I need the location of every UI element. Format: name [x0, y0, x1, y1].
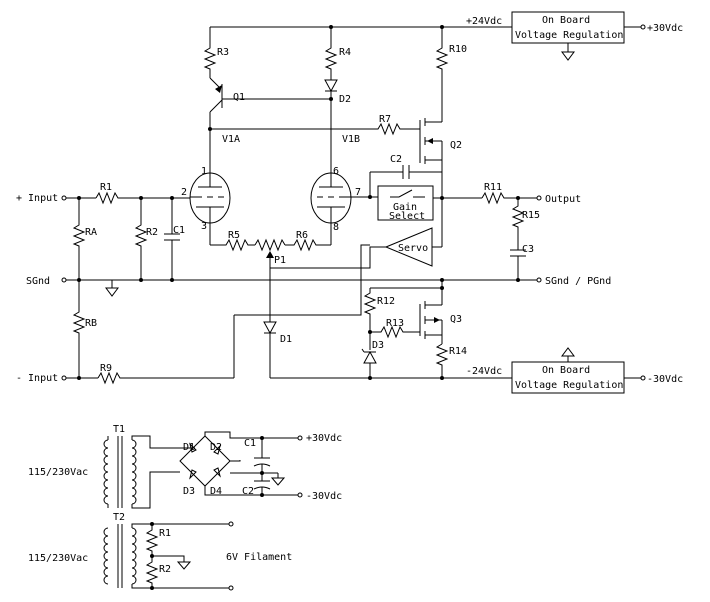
C3-label: C3 — [522, 244, 534, 255]
pin7-label: 7 — [355, 187, 361, 198]
reg-top-output-label: +30Vdc — [647, 23, 683, 34]
R1-label: R1 — [100, 182, 112, 193]
pin6-label: 6 — [333, 166, 339, 177]
sgnd-label: SGnd — [26, 276, 50, 287]
bridge-rectifier — [179, 431, 303, 498]
C2-capacitor — [369, 165, 443, 198]
minus24-label: -24Vdc — [466, 366, 502, 377]
ps-D2-label: D2 — [210, 442, 222, 453]
servo-label: Servo — [398, 243, 428, 254]
V1A-tube — [189, 172, 231, 224]
RA-label: RA — [85, 227, 97, 238]
ps-C2-label: C2 — [242, 486, 254, 497]
R7-resistor — [373, 122, 420, 136]
Q3-label: Q3 — [450, 314, 462, 325]
V1B-label: V1B — [342, 134, 360, 145]
reg-top-line2: Voltage Regulation — [515, 30, 623, 41]
reg-bot-line1: On Board — [542, 365, 590, 376]
RB-label: RB — [85, 318, 97, 329]
R2-label: R2 — [146, 227, 158, 238]
R10-resistor — [435, 44, 449, 118]
ps-plus30-label: +30Vdc — [306, 433, 342, 444]
Q3-mosfet — [419, 278, 449, 380]
cathode-network — [209, 222, 332, 268]
plus-input-section — [61, 191, 190, 280]
reg-top-line1: On Board — [542, 15, 590, 26]
Q1-label: Q1 — [233, 92, 245, 103]
pin8-label: 8 — [333, 222, 339, 233]
C1-label: C1 — [173, 225, 185, 236]
servo-block — [384, 198, 443, 267]
R3-resistor — [203, 44, 217, 78]
P1-label: P1 — [274, 255, 286, 266]
ps-R1-label: R1 — [159, 528, 171, 539]
gain-select-text-2: Select — [389, 211, 425, 222]
R15-label: R15 — [522, 210, 540, 221]
mains1-label: 115/230Vac — [28, 467, 88, 478]
filter-caps — [230, 436, 286, 497]
pin1-label: 1 — [201, 166, 207, 177]
plus24-label: +24Vdc — [466, 16, 502, 27]
R10-label: R10 — [449, 44, 467, 55]
mains2-label: 115/230Vac — [28, 553, 88, 564]
positive-rail — [209, 25, 512, 44]
R12-label: R12 — [377, 296, 395, 307]
minus-input-label: - Input — [16, 373, 58, 384]
reg-bot-line2: Voltage Regulation — [515, 380, 623, 391]
gain-select-text-1: Gain — [393, 202, 417, 213]
reg-bot-output-label: -30Vdc — [647, 374, 683, 385]
T1-label: T1 — [113, 424, 125, 435]
C2-label: C2 — [390, 154, 402, 165]
R4-resistor — [324, 44, 338, 80]
D1-label: D1 — [280, 334, 292, 345]
Q2-mosfet — [419, 118, 443, 173]
V1B-tube — [310, 172, 370, 224]
V1A-label: V1A — [222, 134, 240, 145]
R11-label: R11 — [484, 182, 502, 193]
sgnd-pgnd-label: SGnd / PGnd — [545, 276, 611, 287]
D2-label: D2 — [339, 94, 351, 105]
R6-label: R6 — [296, 230, 308, 241]
ps-D1-label: D1 — [183, 442, 195, 453]
R12-D3-R13 — [361, 286, 444, 380]
ps-minus30-label: -30Vdc — [306, 491, 342, 502]
ps-D4-label: D4 — [210, 486, 222, 497]
D2-diode — [324, 79, 338, 178]
Q2-label: Q2 — [450, 140, 462, 151]
D1-diode — [263, 268, 512, 379]
ps-D3-label: D3 — [183, 486, 195, 497]
T2-label: T2 — [113, 512, 125, 523]
pin2-label: 2 — [181, 187, 187, 198]
transformer-T2 — [103, 521, 234, 591]
R9-label: R9 — [100, 363, 112, 374]
R14-label: R14 — [449, 346, 467, 357]
R13-label: R13 — [386, 318, 404, 329]
R5-label: R5 — [228, 230, 240, 241]
Q1-transistor — [209, 77, 331, 178]
R7-label: R7 — [379, 114, 391, 125]
R3-label: R3 — [217, 47, 229, 58]
D3-label: D3 — [372, 340, 384, 351]
regulator-top — [511, 11, 646, 61]
pin3-label: 3 — [201, 221, 207, 232]
regulator-bottom — [511, 347, 646, 394]
minus-input-section — [61, 244, 370, 385]
output-label: Output — [545, 194, 581, 205]
plus-input-label: + Input — [16, 193, 58, 204]
gain-select-block — [370, 185, 442, 221]
output-section — [442, 191, 542, 280]
ps-R2-label: R2 — [159, 564, 171, 575]
transformer-T1 — [103, 435, 195, 509]
ps-C1-label: C1 — [244, 438, 256, 449]
filament-label: 6V Filament — [226, 552, 292, 563]
R4-label: R4 — [339, 47, 351, 58]
signal-ground-line — [61, 277, 542, 297]
